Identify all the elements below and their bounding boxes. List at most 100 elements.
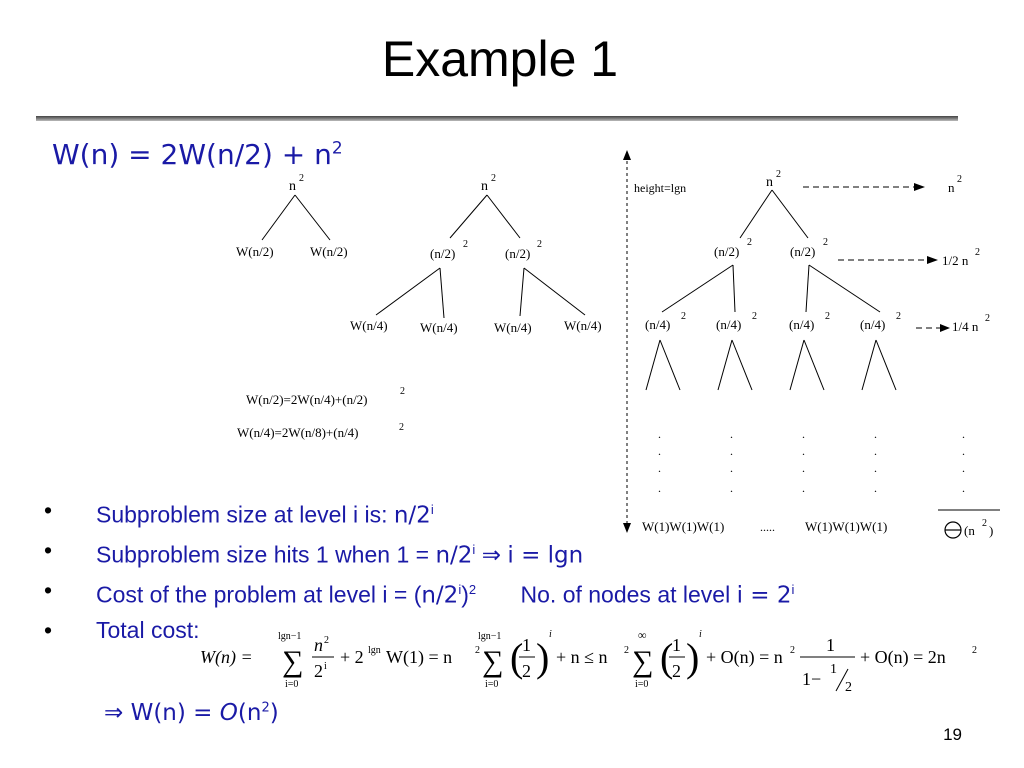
formula-exp: 2	[475, 645, 480, 656]
svg-text:.: .	[874, 427, 877, 441]
svg-text:.: .	[658, 481, 661, 495]
bullet-expr: n/2	[421, 582, 459, 609]
pow-i: i	[699, 629, 702, 640]
tree3-leaves-right: W(1)W(1)W(1)	[805, 519, 887, 534]
bullet-expr: i = 2	[736, 582, 792, 609]
svg-text:.: .	[658, 461, 661, 475]
equation-line: W(n/2)=2W(n/4)+(n/2)	[246, 392, 368, 407]
svg-text:.: .	[802, 481, 805, 495]
tree3-leaves-left: W(1)W(1)W(1)	[642, 519, 724, 534]
tree2-leaf: W(n/4)	[494, 320, 532, 335]
bullet-dot: •	[44, 617, 53, 643]
bullet-expr: n/2	[393, 502, 431, 529]
recurrence-exponent: 2	[331, 138, 343, 159]
bullet-item: • Subproblem size hits 1 when 1 = n/2i ⇒…	[44, 535, 794, 575]
slide-title: Example 1	[381, 31, 619, 87]
tree3-level1-right: (n/2)	[790, 244, 815, 259]
equation-exp: 2	[400, 386, 405, 397]
paren-right: )	[686, 635, 699, 680]
svg-text:.: .	[874, 444, 877, 458]
level-cost-exp: 2	[957, 174, 962, 185]
formula-term: + O(n) = 2n	[860, 647, 946, 668]
implies-arrow: ⇒	[104, 700, 124, 726]
frac-num: n	[314, 635, 323, 655]
tree1-left: W(n/2)	[236, 244, 274, 259]
formula-term: + O(n) = n	[706, 647, 783, 668]
bullet-sup: i	[458, 582, 462, 597]
tree3-level2-exp: 2	[681, 311, 686, 322]
svg-text:.: .	[874, 461, 877, 475]
tree3-level2-exp: 2	[825, 311, 830, 322]
svg-text:.: .	[802, 427, 805, 441]
formula-lhs: W(n) =	[200, 647, 253, 668]
svg-text:.: .	[658, 427, 661, 441]
svg-text:.: .	[658, 444, 661, 458]
tree2-root: n	[481, 179, 488, 194]
bullet-item: • Total cost:	[44, 615, 794, 655]
tree2-leaf: W(n/4)	[350, 318, 388, 333]
level-cost: n	[948, 180, 955, 195]
frac-den-exp: i	[324, 661, 327, 672]
tree2-child-left-exp: 2	[463, 239, 468, 250]
bullet-text: Subproblem size hits 1 when 1 =	[96, 541, 436, 568]
formula-exp: 2	[624, 645, 629, 656]
conclusion-text: )	[269, 700, 279, 726]
total-theta-text: (n	[964, 523, 975, 538]
frac-den: 1	[830, 662, 837, 677]
sum-upper: lgn−1	[278, 631, 301, 642]
frac-den: 2	[672, 661, 681, 681]
sum-lower: i=0	[285, 679, 298, 690]
conclusion-text: W(n) =	[123, 700, 220, 726]
tree2-leaf: W(n/4)	[564, 318, 602, 333]
bullet-item: • Cost of the problem at level i = (n/2i…	[44, 575, 794, 615]
equation-line: W(n/4)=2W(n/8)+(n/4)	[237, 425, 359, 440]
formula-term: + n ≤ n	[556, 647, 608, 667]
tree3-level2: (n/4)	[716, 317, 741, 332]
equation-exp: 2	[399, 422, 404, 433]
bullet-text: Total cost:	[96, 617, 200, 643]
paren-left: (	[660, 635, 673, 680]
bullet-dot: •	[44, 537, 53, 563]
height-label: height=lgn	[634, 181, 686, 195]
bullet-text: No. of nodes at level	[520, 581, 737, 608]
formula-term: + 2	[340, 647, 364, 667]
bullet-sup: 2	[468, 582, 477, 597]
page-number: 19	[943, 725, 962, 744]
bullet-text: )	[461, 581, 469, 608]
frac-num: 1	[672, 635, 681, 655]
sigma-icon: ∑	[282, 645, 303, 678]
svg-text:.: .	[802, 444, 805, 458]
frac-num: 1	[826, 635, 835, 655]
title-divider	[36, 116, 958, 121]
bullet-text: Cost of the problem at level i = (	[96, 581, 422, 608]
tree3-root-exp: 2	[776, 169, 781, 180]
sum-upper: lgn−1	[478, 631, 501, 642]
level-cost: 1/4 n	[952, 319, 979, 334]
bullet-list: • Subproblem size at level i is: n/2i • …	[44, 495, 794, 655]
tree3-level2: (n/4)	[645, 317, 670, 332]
bullet-text: Subproblem size at level i is:	[96, 501, 394, 528]
tree2-child-left: (n/2)	[430, 246, 455, 261]
tree3-level2: (n/4)	[860, 317, 885, 332]
paren-right: )	[536, 635, 549, 680]
bullet-expr: i = lgn	[507, 542, 584, 569]
level-cost-exp: 2	[985, 313, 990, 324]
svg-text:.: .	[962, 481, 965, 495]
frac-num: 1	[522, 635, 531, 655]
total-cost-formula: W(n) = lgn−1 ∑ i=0 n 2 2 i + 2 lgn W(1) …	[200, 628, 977, 695]
formula-exp: 2	[790, 645, 795, 656]
tree3-level1-left-exp: 2	[747, 237, 752, 248]
sum-lower: i=0	[485, 679, 498, 690]
tree3-level2-exp: 2	[752, 311, 757, 322]
frac-den: 2	[314, 661, 323, 681]
conclusion-exp: 2	[261, 700, 270, 716]
level-dots: .... .... .... .... ....	[658, 427, 965, 495]
svg-text:.: .	[730, 481, 733, 495]
big-o: O	[219, 700, 238, 726]
conclusion-text: (n	[237, 700, 262, 726]
tree2-root-exp: 2	[491, 173, 496, 184]
conclusion: ⇒ W(n) = O(n2)	[104, 700, 279, 726]
tree1-right: W(n/2)	[310, 244, 348, 259]
bullet-sup: i	[791, 582, 795, 597]
tree3-root: n	[766, 175, 773, 190]
